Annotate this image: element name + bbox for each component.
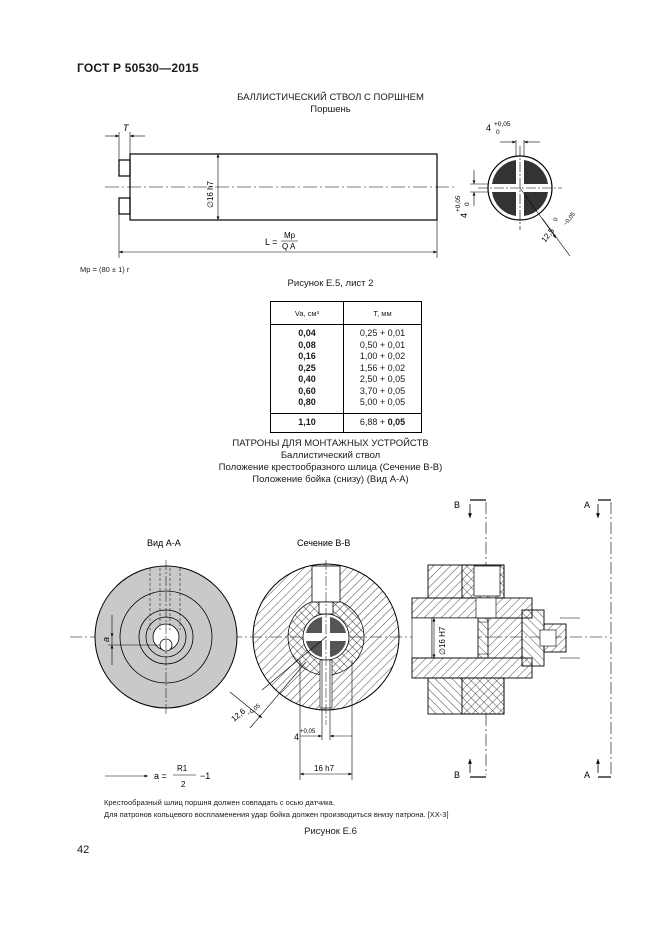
cut-a-top: А (584, 500, 590, 510)
dim-12-6-tol: −0,05 (246, 703, 262, 718)
longitudinal-section (411, 499, 612, 778)
formula-a-numerator: R1 (177, 764, 188, 773)
formula-a-prefix: a = (154, 771, 167, 781)
view-aa (94, 560, 238, 714)
dim-4-side: 4 (459, 213, 469, 218)
section-bb-label: Сечение В-В (297, 538, 350, 548)
document-code: ГОСТ Р 50530—2015 (77, 61, 199, 75)
cut-b-top: В (454, 500, 460, 510)
section-bb (229, 560, 400, 780)
dim-4-label: 4 (294, 732, 299, 742)
cut-b-bottom: В (454, 770, 460, 780)
table-header-t: T, мм (343, 301, 422, 325)
dim-4-side-tol: +0,05 (455, 195, 462, 212)
dim-4-side-zero: 0 (464, 202, 471, 206)
piston-drawing: T ∅16 h7 L = Mp Q A 4 +0,05 0 4 +0,05 0 … (105, 121, 577, 258)
dim-12-5-tol-top: 0 (553, 216, 560, 223)
piston-lug-bottom (118, 197, 131, 215)
formula-a-denominator: 2 (181, 780, 186, 789)
view-aa-label: Вид А-А (147, 538, 181, 548)
figure-e6-line2: Баллистический ствол (280, 450, 381, 461)
mass-note: Mp = (80 ± 1) г (80, 265, 130, 274)
figure-e6-line4: Положение бойка (снизу) (Вид А-А) (252, 474, 409, 485)
note-1: Крестообразный шлиц поршня должен совпад… (104, 798, 335, 807)
barrel-drawing: Вид А-А a Сечение В-В 12,6 −0,05 4 +0,05… (70, 499, 612, 789)
dim-4-top-tol: +0,05 (494, 121, 511, 128)
dim-4-top-zero: 0 (496, 129, 500, 136)
formula-numerator: Mp (284, 231, 296, 240)
table-header-va: Va, см³ (270, 301, 344, 325)
cut-a-bottom: А (584, 770, 590, 780)
figure-e6-caption: Рисунок Е.6 (304, 826, 357, 837)
dim-16H7-label: ∅16 H7 (438, 626, 447, 655)
formula-denominator: Q A (282, 242, 296, 251)
dim-16h7-label: 16 h7 (314, 764, 335, 773)
dim-a-label: a (101, 637, 111, 642)
dim-t-label: T (123, 123, 130, 133)
piston-lug-top (118, 159, 131, 177)
figure-e5-title: БАЛЛИСТИЧЕСКИЙ СТВОЛ С ПОРШНЕМ (237, 92, 424, 103)
note-2: Для патронов кольцевого воспламенения уд… (104, 810, 449, 819)
formula-a-suffix: −1 (200, 771, 210, 781)
figure-e6-title: ПАТРОНЫ ДЛЯ МОНТАЖНЫХ УСТРОЙСТВ (232, 438, 429, 449)
figure-e6-line3: Положение крестообразного шлица (Сечение… (218, 462, 443, 473)
figure-e5-caption: Рисунок Е.5, лист 2 (287, 278, 374, 289)
dim-l-label: L = (265, 237, 277, 247)
page-number: 42 (77, 844, 90, 856)
dim-12-5-tol-bottom: −0,05 (563, 211, 577, 227)
dim-4-tol: +0,05 (300, 729, 316, 735)
dim-4-top: 4 (486, 123, 491, 133)
dim-diameter-label: ∅16 h7 (206, 180, 215, 208)
dim-12-6: 12,6 (230, 706, 248, 723)
figure-e5-subtitle: Поршень (310, 104, 351, 115)
table-row-total: 1,10 6,88 + 0,05 (270, 412, 422, 433)
